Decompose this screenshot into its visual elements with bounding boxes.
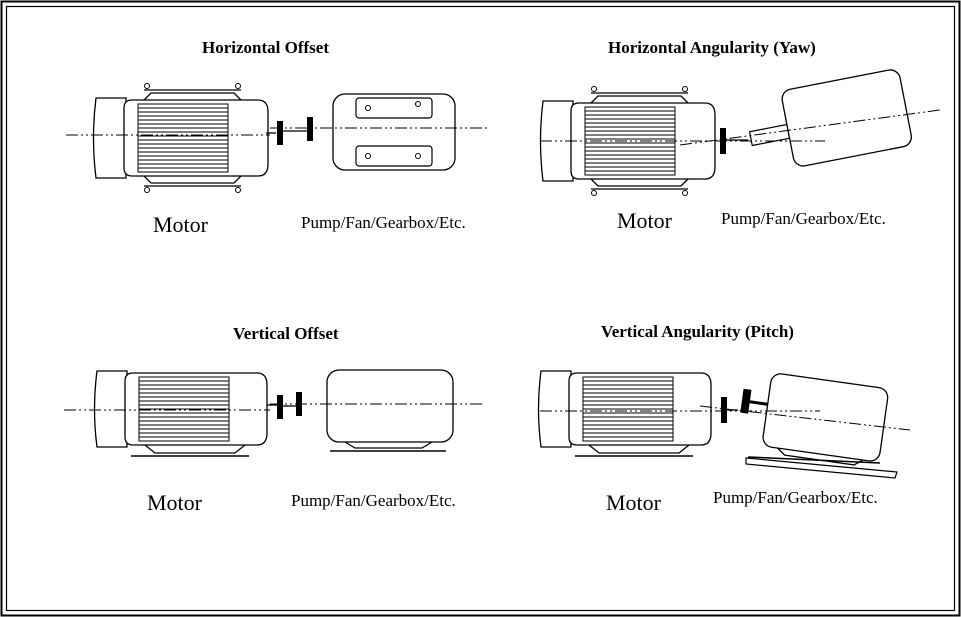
pump-top-view xyxy=(332,93,456,171)
panel-title-horizontal-offset: Horizontal Offset xyxy=(202,38,329,57)
panel-vertical-angularity xyxy=(537,370,911,479)
driven-label: Pump/Fan/Gearbox/Etc. xyxy=(721,209,886,228)
driven-label: Pump/Fan/Gearbox/Etc. xyxy=(301,213,466,232)
pump-side-view xyxy=(740,373,889,466)
panel-vertical-offset xyxy=(64,369,485,457)
pump-coupling-half xyxy=(307,117,313,141)
tilted-base xyxy=(745,457,898,479)
pump-top-view xyxy=(748,69,913,167)
driven-label: Pump/Fan/Gearbox/Etc. xyxy=(291,491,456,510)
panel-title-horizontal-angularity: Horizontal Angularity (Yaw) xyxy=(608,38,816,57)
motor-label: Motor xyxy=(606,490,661,515)
panel-horizontal-angularity xyxy=(539,69,941,197)
motor-label: Motor xyxy=(617,208,672,233)
motor-coupling-half xyxy=(721,397,727,423)
motor-label: Motor xyxy=(147,490,202,515)
panel-title-vertical-angularity: Vertical Angularity (Pitch) xyxy=(601,322,794,341)
motor-top-view xyxy=(92,82,269,194)
motor-coupling-half xyxy=(277,121,283,145)
panel-horizontal-offset xyxy=(66,82,488,194)
pump-centerline xyxy=(679,109,941,146)
pump-centerline xyxy=(699,405,911,431)
motor-label: Motor xyxy=(153,212,208,237)
motor-coupling-half xyxy=(277,395,283,419)
motor-side-view xyxy=(93,370,268,457)
panel-title-vertical-offset: Vertical Offset xyxy=(233,324,339,343)
motor-side-view xyxy=(537,370,712,457)
pump-side-view xyxy=(326,369,454,452)
driven-label: Pump/Fan/Gearbox/Etc. xyxy=(713,488,878,507)
